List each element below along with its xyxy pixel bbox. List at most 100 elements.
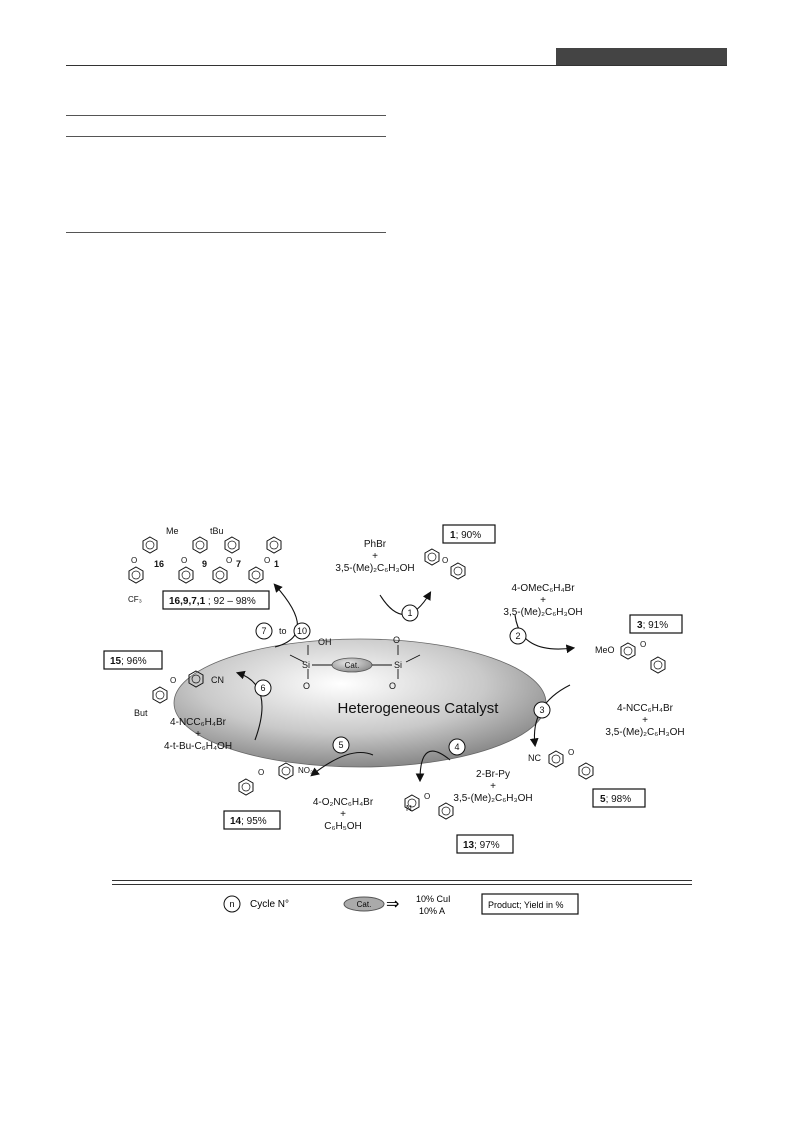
atom-o-left: O (303, 681, 310, 691)
reagent-1-line3: 3,5-(Me)₂C₆H₃OH (335, 563, 414, 574)
structures: Me O CF₃ 16 tBu O 9 O 7 O 1 O MeO O NC O (128, 526, 666, 820)
sub-nc: NC (528, 753, 541, 763)
reagent-6-line1: 4-NCC₆H₄Br (170, 717, 227, 728)
atom-si-right: Si (394, 660, 402, 670)
catalyst-title: Heterogeneous Catalyst (338, 700, 500, 717)
box-product-3: 3; 91% (629, 614, 683, 634)
reagent-3-line3: 3,5-(Me)₂C₆H₃OH (605, 727, 684, 738)
cycle-5-circle (332, 736, 350, 754)
reagent-2-line3: 3,5-(Me)₂C₆H₃OH (503, 607, 582, 618)
legend-cat-line1: 10% CuI (416, 894, 451, 904)
box-1-num: 1 (450, 530, 456, 541)
legend-cycle-symbol: n (229, 899, 234, 909)
legend-rule-top (112, 880, 692, 881)
reagent-6-line2: + (195, 729, 201, 740)
box-15-yield: ; 96% (121, 656, 147, 667)
arrow-cycle-7-10 (273, 583, 299, 648)
box-product-13: 13; 97% (456, 834, 514, 854)
legend-product-label: Product; Yield in % (488, 900, 564, 910)
o-p5: O (568, 748, 574, 757)
o-1: O (264, 556, 270, 565)
cycle-10-circle (293, 622, 311, 640)
sub-but: But (134, 708, 148, 718)
legend-product-box (481, 893, 579, 915)
sub-me: Me (166, 526, 179, 536)
reagent-1-line2: + (372, 551, 378, 562)
legend-rule-bottom (112, 884, 692, 885)
o-9: O (181, 556, 187, 565)
box-3-num: 3 (637, 620, 643, 631)
reagent-2-line2: + (540, 595, 546, 606)
o-p15: O (170, 676, 176, 685)
sub-meo: MeO (595, 645, 615, 655)
reagent-4-line3: 3,5-(Me)₂C₆H₃OH (453, 793, 532, 804)
o-p1: O (442, 556, 448, 565)
box-5-yield: ; 98% (606, 794, 632, 805)
sub-tbu: tBu (210, 526, 224, 536)
num-7: 7 (236, 559, 241, 569)
cycle-1-circle (401, 604, 419, 622)
table-rule-mid (66, 136, 386, 137)
arrow-cycle-4 (415, 750, 451, 783)
cycle-to-word: to (279, 626, 287, 636)
svg-text:16,9,7,1 ; 92 – 98%: 16,9,7,1 ; 92 – 98% (169, 596, 256, 607)
cycle-3-circle (533, 701, 551, 719)
box-5-num: 5 (600, 794, 606, 805)
cycle-4-num: 4 (454, 742, 459, 752)
cycle-4-circle (448, 738, 466, 756)
reagent-6-line3: 4-t-Bu-C₆H₄OH (164, 741, 232, 752)
cycle-7-circle (255, 622, 273, 640)
box-13-num: 13 (463, 840, 475, 851)
box-3-yield: ; 91% (643, 620, 669, 631)
header-rule (66, 65, 727, 66)
legend-cycle-circle (223, 895, 241, 913)
svg-text:15; 96%: 15; 96% (110, 656, 147, 667)
svg-text:13; 97%: 13; 97% (463, 840, 500, 851)
box-range-yield: ; 92 – 98% (205, 596, 256, 607)
legend-cat-label: Cat. (357, 900, 372, 909)
box-13-yield: ; 97% (474, 840, 500, 851)
legend-cat-pill (343, 896, 385, 912)
table-rule-bottom (66, 232, 386, 233)
table-rule-top (66, 115, 386, 116)
o-16: O (131, 556, 137, 565)
cycle-1-num: 1 (407, 608, 412, 618)
o-7: O (226, 556, 232, 565)
o-p13: O (424, 792, 430, 801)
reagent-1-line1: PhBr (364, 539, 387, 550)
box-1-yield: ; 90% (456, 530, 482, 541)
reagent-5-line2: + (340, 809, 346, 820)
atom-oh: OH (318, 637, 332, 647)
heterogeneous-catalyst: Cat. OH Si O O Si O Heterogeneous Cataly… (173, 635, 547, 768)
box-range-nums: 16,9,7,1 (169, 596, 206, 607)
legend: n Cycle N° Cat. ⇒ 10% CuI 10% A Product;… (223, 893, 579, 916)
num-9: 9 (202, 559, 207, 569)
box-product-14: 14; 95% (223, 810, 281, 830)
reagent-4-line2: + (490, 781, 496, 792)
catalytic-cycle-scheme: Cat. OH Si O O Si O Heterogeneous Cataly… (103, 524, 685, 854)
arrow-cycle-5 (310, 751, 374, 777)
box-14-num: 14 (230, 816, 242, 827)
reagent-5-line1: 4-O₂NC₆H₄Br (313, 797, 374, 808)
cycle-5-num: 5 (338, 740, 343, 750)
n-p13: N (406, 804, 412, 813)
sub-cf3: CF₃ (128, 595, 142, 604)
o-p14: O (258, 768, 264, 777)
box-product-5: 5; 98% (592, 788, 646, 808)
box-product-15: 15; 96% (103, 650, 163, 670)
cycle-10-num: 10 (297, 626, 307, 636)
legend-cat-line2: 10% A (419, 906, 445, 916)
reagent-3-line2: + (642, 715, 648, 726)
reagent-3-line1: 4-NCC₆H₄Br (617, 703, 674, 714)
svg-text:14; 95%: 14; 95% (230, 816, 267, 827)
atom-o-right-top: O (393, 635, 400, 645)
box-15-num: 15 (110, 656, 122, 667)
cycle-6-num: 6 (260, 683, 265, 693)
box-14-yield: ; 95% (241, 816, 267, 827)
reagent-4-line1: 2-Br-Py (476, 769, 510, 780)
num-16: 16 (154, 559, 164, 569)
header-block (556, 48, 727, 65)
atom-o-right-bottom: O (389, 681, 396, 691)
svg-text:1; 90%: 1; 90% (450, 530, 481, 541)
svg-text:3; 91%: 3; 91% (637, 620, 668, 631)
